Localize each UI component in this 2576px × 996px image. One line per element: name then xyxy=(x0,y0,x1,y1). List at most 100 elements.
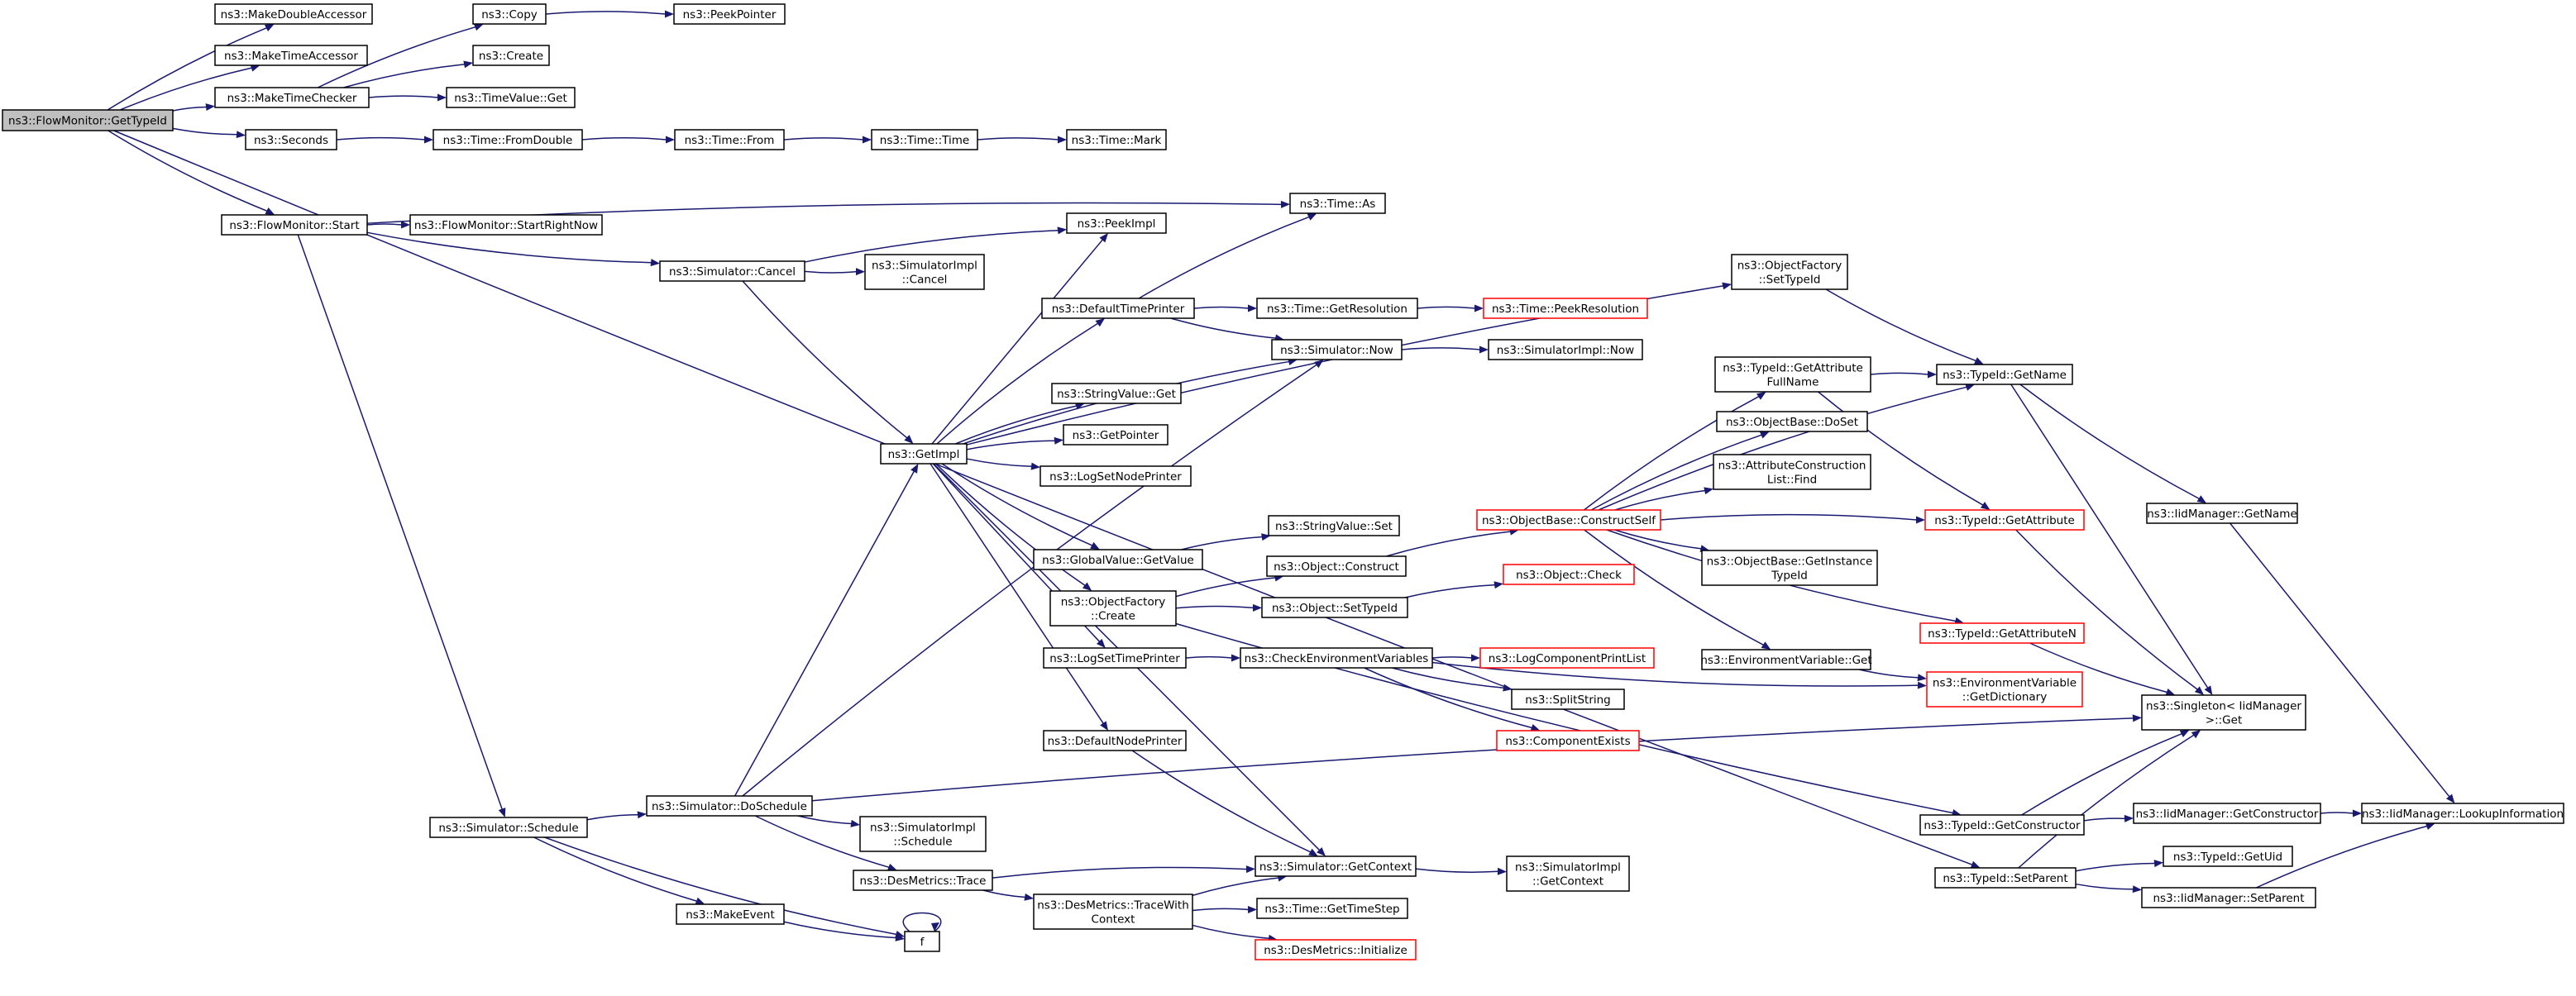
node-envGD[interactable]: ns3::EnvironmentVariable::GetDictionary xyxy=(1926,671,2083,708)
node-box xyxy=(1043,730,1187,751)
node-iidLookup[interactable]: ns3::IidManager::LookupInformation xyxy=(2361,803,2564,824)
node-iidGetCtor[interactable]: ns3::IidManager::GetConstructor xyxy=(2133,803,2321,824)
node-siGetCtx[interactable]: ns3::SimulatorImpl::GetContext xyxy=(1506,855,1630,892)
node-simSched[interactable]: ns3::Simulator::Schedule xyxy=(429,817,588,838)
node-f[interactable]: f xyxy=(904,931,940,952)
node-svGet[interactable]: ns3::StringValue::Get xyxy=(1051,383,1182,404)
edge-arrowhead xyxy=(1074,402,1085,410)
node-makeTimeAcc[interactable]: ns3::MakeTimeAccessor xyxy=(214,45,368,66)
node-objSetTypeId[interactable]: ns3::Object::SetTypeId xyxy=(1261,597,1408,618)
node-box xyxy=(659,260,805,282)
node-timeValueGet[interactable]: ns3::TimeValue::Get xyxy=(446,87,576,108)
node-simGetCtx[interactable]: ns3::Simulator::GetContext xyxy=(1255,855,1417,877)
node-box xyxy=(2141,694,2306,731)
node-ofCreate[interactable]: ns3::ObjectFactory::Create xyxy=(1049,590,1177,627)
node-makeTimeChk[interactable]: ns3::MakeTimeChecker xyxy=(214,87,370,108)
edge-fmStart-to-simCancel xyxy=(366,231,652,264)
node-peekImpl[interactable]: ns3::PeekImpl xyxy=(1066,212,1167,234)
edge-ofCreate-to-objSetTypeId xyxy=(1175,605,1255,609)
node-iidSetParent[interactable]: ns3::IidManager::SetParent xyxy=(2141,887,2316,908)
node-obCS[interactable]: ns3::ObjectBase::ConstructSelf xyxy=(1476,509,1661,531)
node-siCancel[interactable]: ns3::SimulatorImpl::Cancel xyxy=(864,254,985,290)
node-label: ::Schedule xyxy=(893,836,952,849)
edge-gvGetValue-to-svSet xyxy=(1181,536,1263,550)
node-tidSetParent[interactable]: ns3::TypeId::SetParent xyxy=(1934,867,2077,889)
node-ofSetTypeId[interactable]: ns3::ObjectFactory::SetTypeId xyxy=(1731,254,1848,290)
node-tidGetName[interactable]: ns3::TypeId::GetName xyxy=(1936,364,2073,385)
node-copy[interactable]: ns3::Copy xyxy=(472,3,547,25)
node-timeMark[interactable]: ns3::Time::Mark xyxy=(1066,129,1167,150)
edge-root-to-makeTimeChk xyxy=(172,106,208,112)
node-box xyxy=(433,129,583,150)
node-create[interactable]: ns3::Create xyxy=(472,45,550,66)
node-getImpl[interactable]: ns3::GetImpl xyxy=(880,443,968,465)
node-cev[interactable]: ns3::CheckEnvironmentVariables xyxy=(1240,647,1433,669)
node-timeFrom[interactable]: ns3::Time::From xyxy=(674,129,785,150)
edge-simNow-to-siNow xyxy=(1401,347,1481,350)
node-fmStart[interactable]: ns3::FlowMonitor::Start xyxy=(221,214,368,236)
edge-arrowhead xyxy=(264,24,275,32)
node-tidGetUid[interactable]: ns3::TypeId::GetUid xyxy=(2163,846,2293,867)
node-getPointer[interactable]: ns3::GetPointer xyxy=(1063,424,1169,446)
node-defNP[interactable]: ns3::DefaultNodePrinter xyxy=(1043,730,1187,751)
node-root[interactable]: ns3::FlowMonitor::GetTypeId xyxy=(2,109,174,131)
node-label: ns3::IidManager::GetConstructor xyxy=(2136,808,2319,821)
node-fromDouble[interactable]: ns3::Time::FromDouble xyxy=(433,129,583,150)
edge-arrowhead xyxy=(1231,654,1240,662)
edge-cev-to-splitString xyxy=(1392,667,1505,689)
node-splitString[interactable]: ns3::SplitString xyxy=(1511,689,1625,710)
edge-arrowhead xyxy=(2445,793,2455,803)
node-obDoSet[interactable]: ns3::ObjectBase::DoSet xyxy=(1716,411,1868,432)
node-peekRes[interactable]: ns3::Time::PeekResolution xyxy=(1483,298,1648,319)
edge-iidGetName-to-iidLookup xyxy=(2230,522,2450,798)
node-tidGetCtor[interactable]: ns3::TypeId::GetConstructor xyxy=(1919,814,2085,836)
node-compExists[interactable]: ns3::ComponentExists xyxy=(1496,730,1640,751)
node-makeEvent[interactable]: ns3::MakeEvent xyxy=(676,903,785,925)
node-fmStartRN[interactable]: ns3::FlowMonitor::StartRightNow xyxy=(409,214,603,236)
node-label: ns3::TypeId::GetAttribute xyxy=(1723,362,1863,375)
node-logSNP[interactable]: ns3::LogSetNodePrinter xyxy=(1039,465,1192,487)
node-gvGetValue[interactable]: ns3::GlobalValue::GetValue xyxy=(1033,549,1203,570)
node-box xyxy=(472,45,550,66)
node-simDoSched[interactable]: ns3::Simulator::DoSchedule xyxy=(646,795,813,817)
node-siNow[interactable]: ns3::SimulatorImpl::Now xyxy=(1488,339,1643,360)
node-label: ::Create xyxy=(1091,610,1135,623)
node-desTrace[interactable]: ns3::DesMetrics::Trace xyxy=(853,870,993,891)
node-simCancel[interactable]: ns3::Simulator::Cancel xyxy=(659,260,805,282)
node-box xyxy=(1039,465,1192,487)
node-siSched[interactable]: ns3::SimulatorImpl::Schedule xyxy=(859,816,987,852)
node-objConstruct[interactable]: ns3::Object::Construct xyxy=(1266,555,1407,577)
edge-getImpl-to-svGet xyxy=(955,405,1078,445)
node-timeAs[interactable]: ns3::Time::As xyxy=(1289,193,1386,214)
node-peekPointer[interactable]: ns3::PeekPointer xyxy=(673,3,786,25)
edge-arrowhead xyxy=(1973,357,1984,365)
node-label: ns3::Simulator::Now xyxy=(1280,344,1393,357)
node-svSet[interactable]: ns3::StringValue::Set xyxy=(1268,515,1400,536)
node-iidGetName[interactable]: ns3::IidManager::GetName xyxy=(2146,503,2298,524)
node-desInit[interactable]: ns3::DesMetrics::Initialize xyxy=(1255,939,1417,960)
node-defTP[interactable]: ns3::DefaultTimePrinter xyxy=(1041,298,1195,319)
node-makeDouble[interactable]: ns3::MakeDoubleAccessor xyxy=(214,3,373,25)
node-label: ::Cancel xyxy=(902,274,948,287)
node-seconds[interactable]: ns3::Seconds xyxy=(245,129,337,150)
node-lcpl[interactable]: ns3::LogComponentPrintList xyxy=(1479,647,1655,669)
node-timeGTS[interactable]: ns3::Time::GetTimeStep xyxy=(1256,898,1408,919)
node-label: ns3::TypeId::GetAttribute xyxy=(1934,514,2075,527)
node-singleton[interactable]: ns3::Singleton< IidManager >::Get xyxy=(2141,694,2306,731)
node-tidGetAttr[interactable]: ns3::TypeId::GetAttribute xyxy=(1924,509,2085,531)
node-simNow[interactable]: ns3::Simulator::Now xyxy=(1271,339,1403,360)
edge-makeTimeChk-to-timeValueGet xyxy=(368,95,439,98)
node-envGet[interactable]: ns3::EnvironmentVariable::Get xyxy=(1700,649,1872,670)
node-label: ns3::AttributeConstruction xyxy=(1718,460,1866,473)
node-logSTP[interactable]: ns3::LogSetTimePrinter xyxy=(1043,647,1187,669)
edge-desTWC-to-desInit xyxy=(1192,924,1270,940)
node-label: ns3::TypeId::SetParent xyxy=(1943,872,2067,885)
node-tidGetAttrN[interactable]: ns3::TypeId::GetAttributeN xyxy=(1919,622,2085,644)
node-timeTime[interactable]: ns3::Time::Time xyxy=(871,129,978,150)
node-objCheck[interactable]: ns3::Object::Check xyxy=(1503,564,1635,585)
node-getRes[interactable]: ns3::Time::GetResolution xyxy=(1256,298,1418,319)
